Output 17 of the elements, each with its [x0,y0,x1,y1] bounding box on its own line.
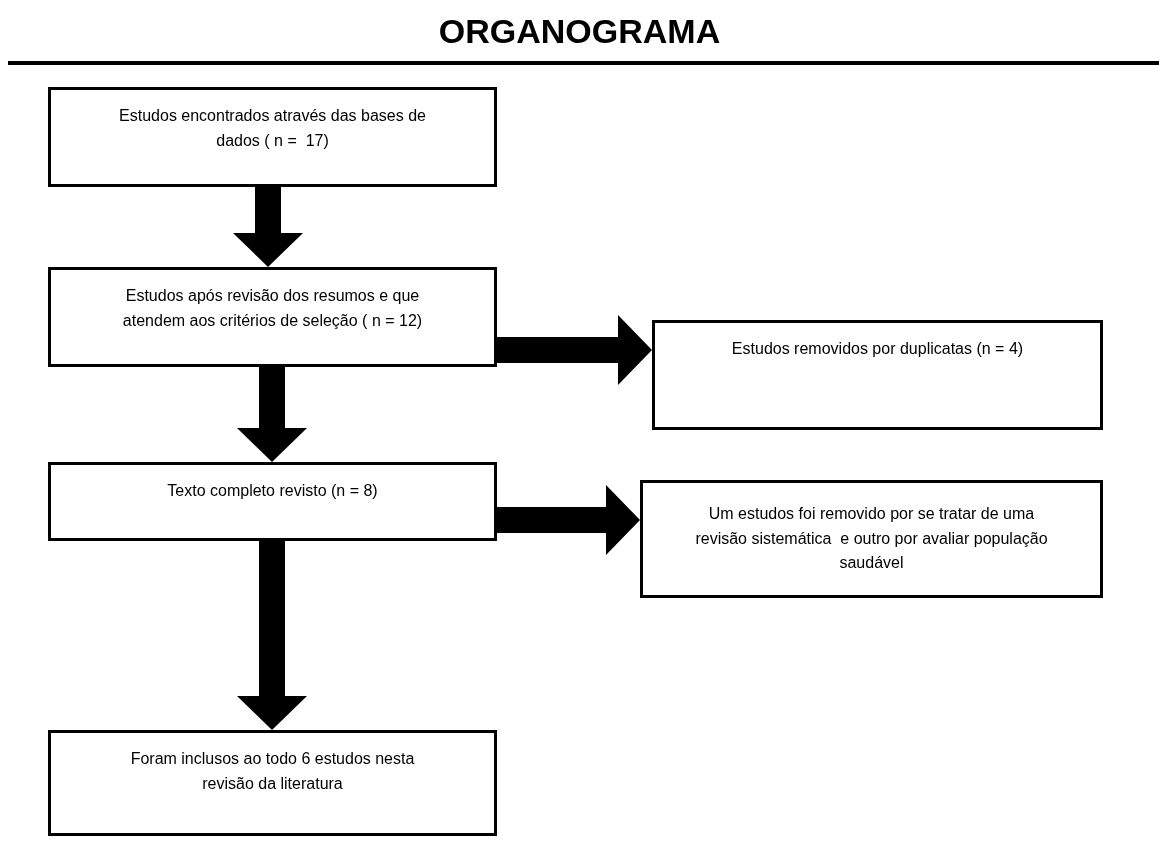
process-box [640,480,1103,598]
process-box [48,87,497,187]
title: ORGANOGRAMA [437,12,722,51]
block-arrow [497,485,640,555]
process-box [652,320,1103,430]
block-arrow [237,367,307,462]
block-arrow [497,315,652,385]
box-text: Foram inclusos ao todo 6 estudos nesta revisão da literatura [129,749,416,794]
process-box [48,730,497,836]
box-text: Estudos encontrados através das bases de dados ( n = 17) [118,106,427,151]
box-text: Um estudos foi removido por se tratar de uma revisão sistemática e outro por avaliar população saudável [694,503,1049,574]
process-box [48,267,497,367]
process-box [48,462,497,541]
box-text: Estudos removidos por duplicatas (n = 4) [731,339,1024,359]
block-arrow [233,187,303,267]
box-text: Estudos após revisão dos resumos e que atendem aos critérios de seleção ( n = 12) [121,286,424,331]
box-text: Texto completo revisto (n = 8) [167,481,378,501]
